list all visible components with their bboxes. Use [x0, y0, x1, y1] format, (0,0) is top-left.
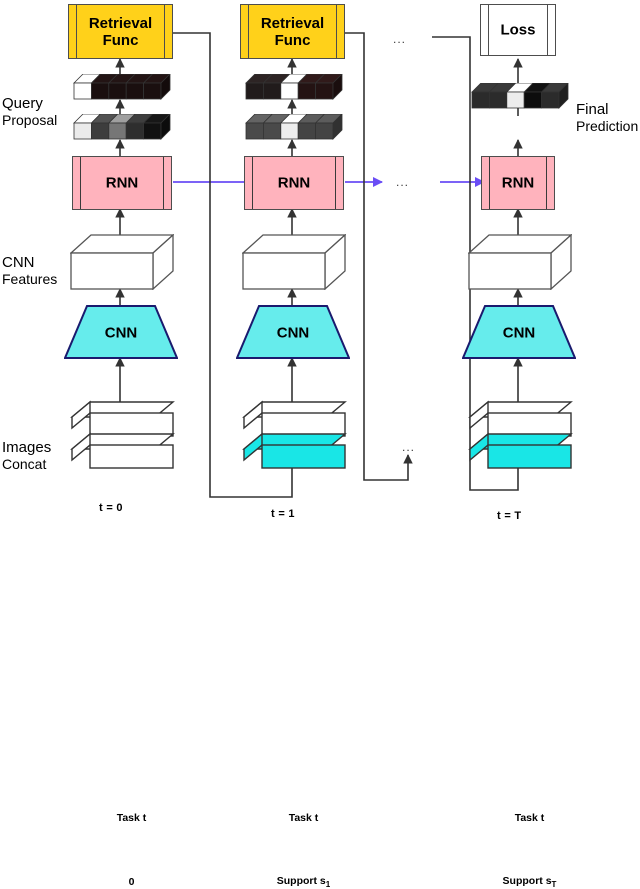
input-label-support-t1: Support s1 — [262, 875, 345, 889]
retrieval-func-line2-t1: Func — [274, 31, 311, 49]
query-proposal-vector-top-t1 — [245, 74, 343, 102]
retrieval-func-line2-t0: Func — [102, 31, 139, 49]
cnn-label-tT: CNN — [502, 324, 536, 341]
retrieval-func-box-t1[interactable]: Retrieval Func — [240, 4, 345, 59]
cuboid-svg — [468, 234, 572, 290]
input-cuboid-support-t1[interactable]: Support s1 — [242, 432, 348, 889]
retrieval-func-label-t0: Retrieval Func — [69, 15, 172, 49]
box-right-rail — [335, 157, 336, 209]
query-proposal-vector-bottom-t0 — [73, 114, 171, 142]
input-cuboid-support-tT[interactable]: Support sT — [468, 432, 574, 889]
cuboid-svg — [242, 400, 347, 437]
box-left-rail — [80, 157, 81, 209]
row-label-images-concat: Images Concat — [2, 424, 51, 488]
row-label-query-proposal: Query Proposal — [2, 80, 57, 144]
vector-svg — [245, 74, 343, 100]
cnn-label-t1: CNN — [276, 324, 310, 341]
vector-svg — [73, 74, 171, 100]
vector-svg — [471, 83, 569, 109]
cuboid-svg — [242, 432, 347, 469]
rnn-label-tT: RNN — [501, 174, 535, 192]
box-right-rail — [164, 5, 165, 58]
rnn-label-t0: RNN — [105, 174, 139, 192]
time-label-t1: t = 1 — [271, 508, 295, 520]
rnn-box-tT[interactable]: RNN — [481, 156, 555, 210]
ellipsis-rnn-row: ... — [396, 175, 410, 189]
input-label-task-t0: Task t — [116, 812, 147, 824]
cnn-features-cuboid-t0 — [70, 234, 174, 290]
box-right-rail — [547, 5, 548, 55]
input-label-support-sub-tT: T — [551, 880, 557, 889]
input-label-task-tT: Task t — [514, 812, 545, 824]
cnn-trapezoid-tT[interactable]: CNN — [462, 305, 576, 360]
cuboid-svg — [70, 400, 175, 437]
box-right-rail — [163, 157, 164, 209]
label-final-prediction-line2: Prediction — [576, 118, 639, 134]
ellipsis-images-row: ... — [402, 440, 416, 454]
query-proposal-vector-bottom-t1 — [245, 114, 343, 142]
box-left-rail — [489, 157, 490, 209]
trapezoid-svg — [236, 305, 350, 359]
input-label-support-sub-t1: 1 — [325, 880, 331, 889]
label-final-prediction: Final Prediction — [576, 86, 638, 150]
vector-svg — [245, 114, 343, 140]
trapezoid-svg — [462, 305, 576, 359]
row-label-cnn-features: CNN Features — [2, 239, 57, 303]
box-left-rail — [252, 157, 253, 209]
retrieval-func-label-t1: Retrieval Func — [241, 15, 344, 49]
trapezoid-svg — [64, 305, 178, 359]
box-left-rail — [488, 5, 489, 55]
query-proposal-vector-top-t0 — [73, 74, 171, 102]
input-label-support-text-t1: Support s — [276, 874, 326, 887]
vector-svg — [73, 114, 171, 140]
loss-box-tT[interactable]: Loss — [480, 4, 556, 56]
input-label-support-tT: Support sT — [488, 875, 571, 889]
cnn-features-cuboid-tT — [468, 234, 572, 290]
row-label-query-proposal-line1: Query — [2, 95, 43, 112]
row-label-images-concat-line2: Concat — [2, 456, 47, 472]
rnn-label-t1: RNN — [277, 174, 311, 192]
row-label-query-proposal-line2: Proposal — [2, 112, 58, 128]
box-right-rail — [546, 157, 547, 209]
rnn-box-t0[interactable]: RNN — [72, 156, 172, 210]
final-prediction-vector-tT — [471, 83, 569, 111]
cuboid-svg — [70, 432, 175, 469]
cnn-trapezoid-t0[interactable]: CNN — [64, 305, 178, 360]
cnn-label-t0: CNN — [104, 324, 138, 341]
cuboid-svg — [242, 234, 346, 290]
retrieval-func-line1-t1: Retrieval — [260, 14, 325, 32]
figure-canvas: Query Proposal CNN Features Images Conca… — [2, 4, 638, 889]
box-left-rail — [76, 5, 77, 58]
input-label-zero-t0: 0 — [128, 876, 135, 888]
cuboid-svg — [468, 432, 573, 469]
row-label-cnn-features-line1: CNN — [2, 254, 35, 271]
box-left-rail — [248, 5, 249, 58]
input-cuboid-zero-t0[interactable]: 0 — [70, 432, 176, 888]
cuboid-svg — [468, 400, 573, 437]
loss-label-tT: Loss — [500, 21, 536, 39]
label-final-prediction-line1: Final — [576, 101, 609, 118]
box-right-rail — [336, 5, 337, 58]
input-label-support-text-tT: Support s — [502, 874, 552, 887]
cnn-trapezoid-t1[interactable]: CNN — [236, 305, 350, 360]
cnn-features-cuboid-t1 — [242, 234, 346, 290]
input-cuboid-task-tT[interactable]: Task t — [468, 400, 574, 824]
retrieval-func-box-t0[interactable]: Retrieval Func — [68, 4, 173, 59]
cuboid-svg — [70, 234, 174, 290]
row-label-cnn-features-line2: Features — [2, 271, 58, 287]
rnn-box-t1[interactable]: RNN — [244, 156, 344, 210]
row-label-images-concat-line1: Images — [2, 439, 52, 456]
ellipsis-top: ... — [393, 32, 407, 46]
input-label-task-t1: Task t — [288, 812, 319, 824]
retrieval-func-line1-t0: Retrieval — [88, 14, 153, 32]
time-label-tT: t = T — [497, 510, 522, 522]
time-label-t0: t = 0 — [99, 502, 123, 514]
